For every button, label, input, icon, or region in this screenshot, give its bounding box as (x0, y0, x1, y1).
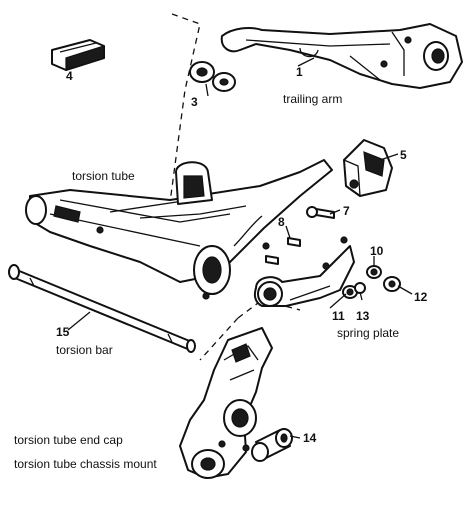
leader-lines (67, 57, 413, 439)
part-1-trailing-arm (220, 23, 463, 89)
part-labels: trailing arm torsion tube torsion bar sp… (14, 92, 399, 471)
callout-1: 1 (296, 65, 303, 79)
label-torsion-bar: torsion bar (56, 343, 113, 357)
callout-numbers: 1 3 4 5 7 8 10 11 12 13 14 15 (56, 65, 428, 445)
part-4-bracket (51, 39, 105, 71)
callout-14: 14 (303, 431, 317, 445)
label-torsion-tube: torsion tube (72, 169, 135, 183)
callout-5: 5 (400, 148, 407, 162)
torsion-tube-assembly (25, 159, 333, 300)
label-spring-plate: spring plate (337, 326, 399, 340)
label-trailing-arm: trailing arm (283, 92, 342, 106)
part-5-mount-bracket (343, 139, 393, 197)
label-chassis-mount: torsion tube chassis mount (14, 457, 157, 471)
nuts-and-washers (342, 265, 401, 299)
callout-15: 15 (56, 325, 70, 339)
callout-3: 3 (191, 95, 198, 109)
part-3-bushings (189, 61, 236, 92)
small-hardware (262, 236, 348, 265)
callout-7: 7 (343, 204, 350, 218)
part-15-torsion-bar (8, 264, 196, 353)
part-7-bolt (306, 206, 335, 219)
part-14-bushing (251, 428, 293, 462)
callout-8: 8 (278, 215, 285, 229)
spring-plate (253, 245, 355, 307)
end-cap-assembly (179, 327, 273, 479)
callout-13: 13 (356, 309, 370, 323)
label-end-cap: torsion tube end cap (14, 433, 123, 447)
callout-10: 10 (370, 244, 384, 258)
callout-4: 4 (66, 69, 73, 83)
callout-11: 11 (332, 309, 345, 323)
callout-12: 12 (414, 290, 428, 304)
